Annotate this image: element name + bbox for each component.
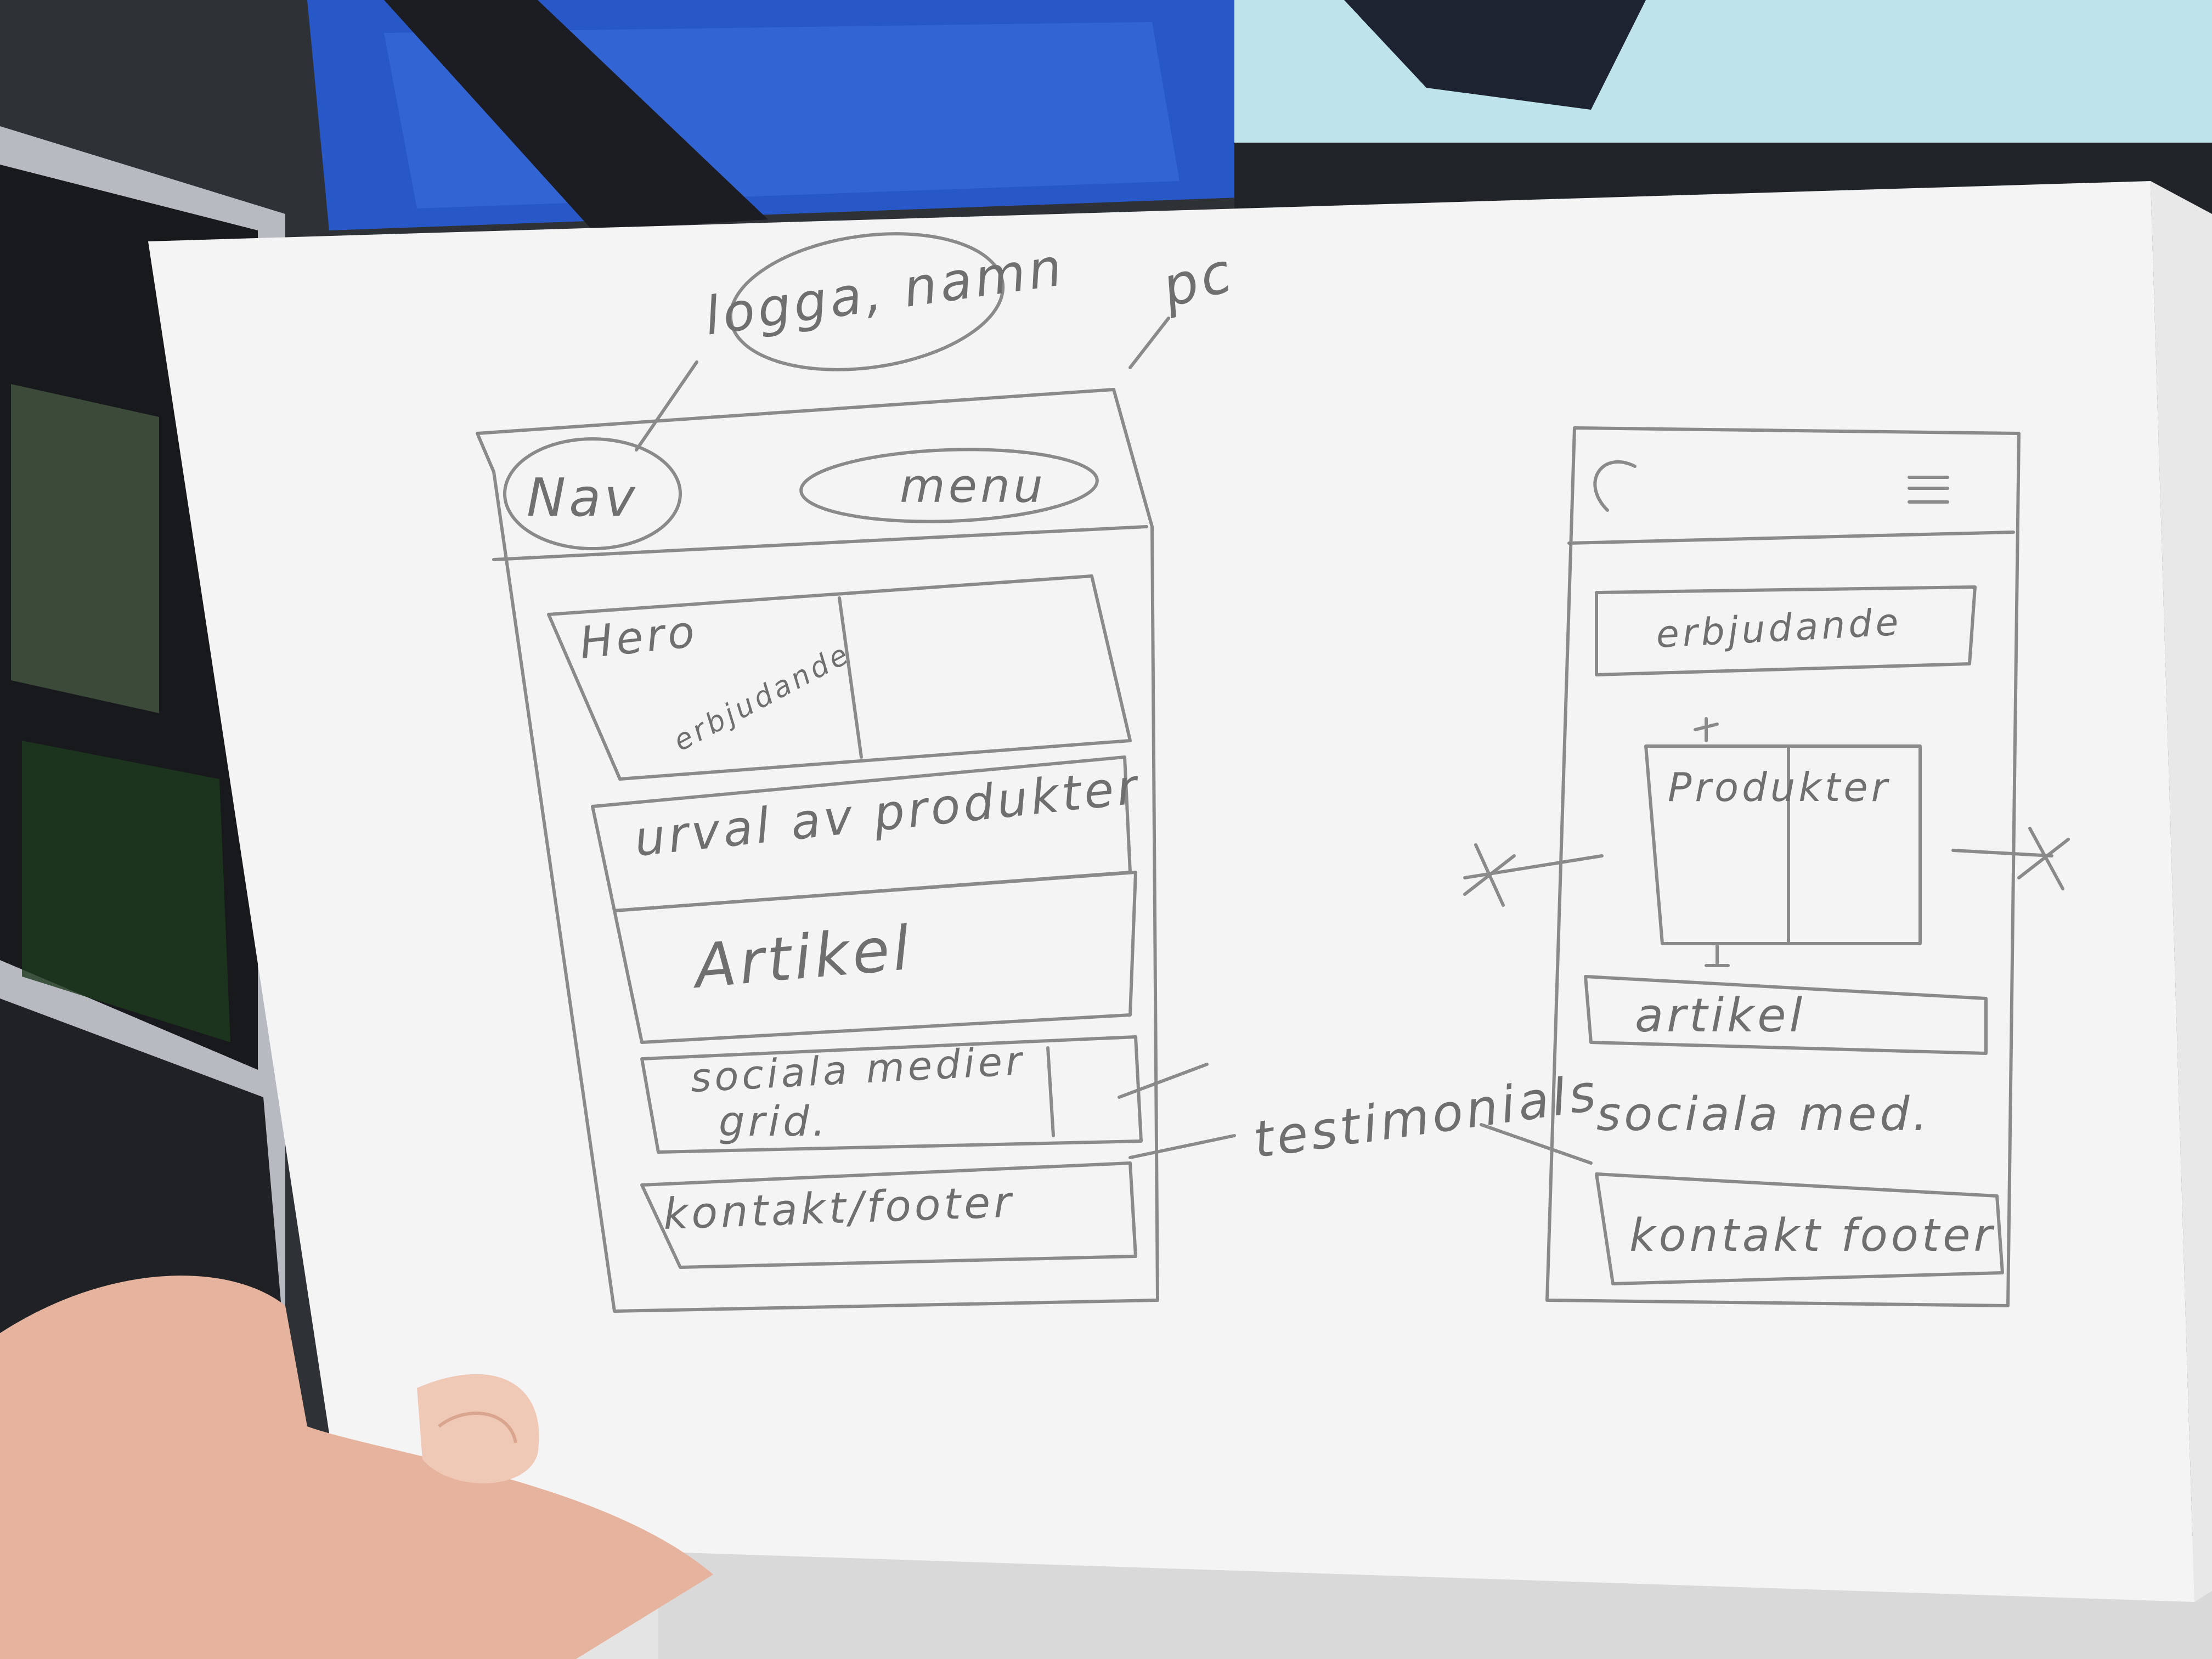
desktop-menu-label: menu [900,459,1046,514]
desktop-nav-label: Nav [527,468,639,528]
article-box [613,871,1137,1044]
footer-box [640,1161,1137,1269]
mobile-products-label: Produkter [1668,764,1891,810]
right-star-icon [2017,827,2070,890]
mobile-products-box [1644,744,1922,945]
nav-ellipse [503,437,682,550]
mobile-footer-box [1595,1172,2004,1285]
desktop-frame [476,388,1159,1313]
left-star-icon [1463,843,1516,907]
menu-ellipse [799,448,1099,523]
mobile-frame [1545,426,2021,1307]
hero-box [547,574,1132,781]
mobile-social-label: sociala med. [1596,1087,1931,1142]
mobile-offer-box [1595,585,1977,676]
desktop-hero-label: Hero [577,606,700,669]
mobile-footer-label: kontakt footer [1629,1210,1995,1262]
mobile-article-box [1584,975,1988,1055]
logo-note-bubble [729,232,1005,371]
mobile-article-label: artikel [1635,989,1805,1043]
social-box [640,1035,1143,1154]
desktop-social-grid-label: grid. [719,1097,829,1146]
logo-circle-icon [1593,460,1637,512]
hand [0,1276,713,1659]
paper-sheet [148,181,2194,1602]
hamburger-icon [1908,476,1949,504]
desktop-footer-label: kontakt/footer [663,1178,1015,1239]
